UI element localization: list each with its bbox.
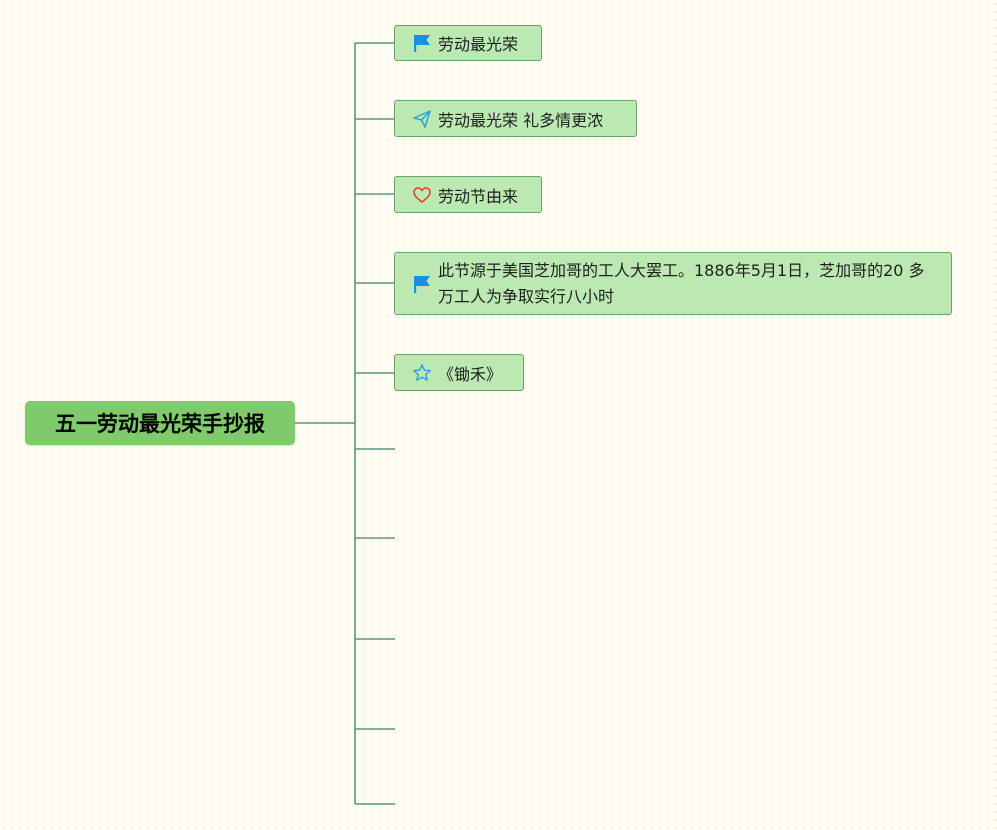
topic-label: 此节源于美国芝加哥的工人大罢工。1886年5月1日，芝加哥的20 多万工人为争取… [438, 260, 925, 306]
flag-icon [411, 273, 433, 295]
topic-node-1[interactable]: 劳动最光荣 [394, 25, 542, 61]
heart-icon [411, 184, 433, 206]
topic-label: 劳动最光荣 礼多情更浓 [438, 110, 604, 130]
topic-label: 《锄禾》 [438, 364, 503, 384]
topic-node-5[interactable]: 《锄禾》 [394, 354, 524, 391]
topic-label: 劳动最光荣 [438, 35, 519, 54]
topic-node-2[interactable]: 劳动最光荣 礼多情更浓 [394, 100, 637, 137]
root-topic-label: 五一劳动最光荣手抄报 [55, 412, 265, 436]
root-topic[interactable]: 五一劳动最光荣手抄报 [25, 401, 295, 445]
topic-node-4[interactable]: 此节源于美国芝加哥的工人大罢工。1886年5月1日，芝加哥的20 多万工人为争取… [394, 252, 952, 315]
topic-label: 劳动节由来 [438, 186, 519, 206]
topic-node-3[interactable]: 劳动节由来 [394, 176, 542, 213]
star-icon [411, 362, 433, 384]
flag-icon [411, 32, 433, 54]
paper-plane-icon [411, 108, 433, 130]
